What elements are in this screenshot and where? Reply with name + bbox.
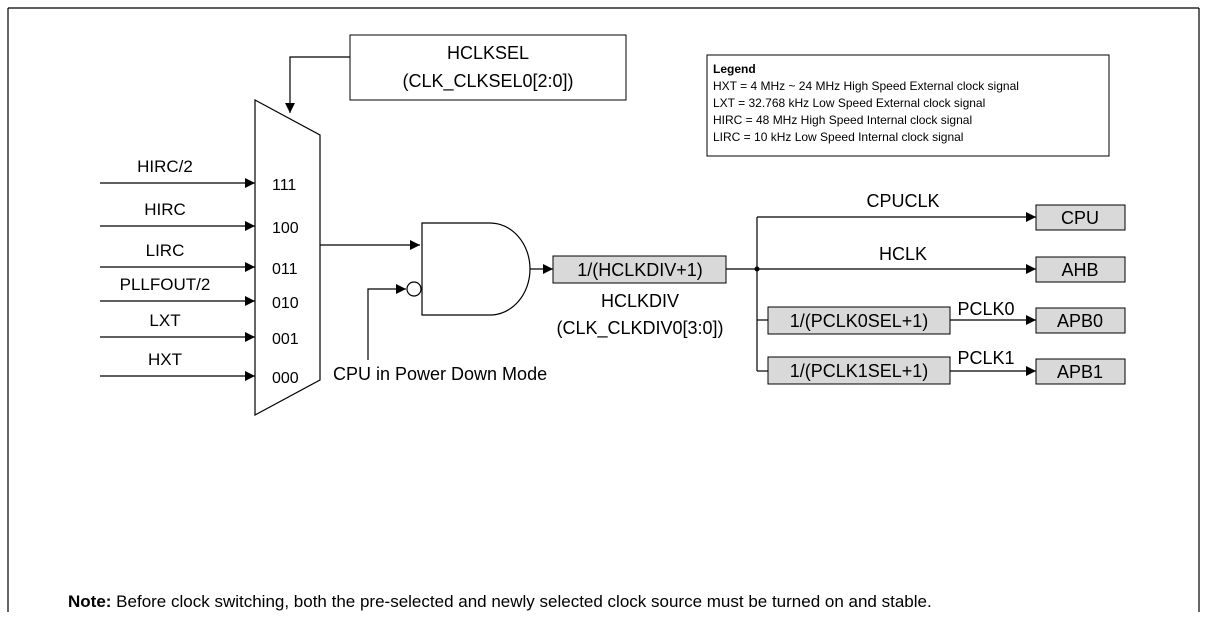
input-label-hxt: HXT (148, 350, 182, 369)
input-code-011: 011 (272, 261, 298, 278)
input-label-hirc-2: HIRC/2 (137, 157, 193, 176)
cpuclk-label: CPUCLK (866, 191, 939, 211)
hclkdiv-name: HCLKDIV (601, 291, 679, 311)
input-label-hirc: HIRC (144, 200, 186, 219)
ahb-box (1035, 256, 1126, 283)
power-down-label: CPU in Power Down Mode (333, 364, 547, 384)
cpu-box (1035, 204, 1126, 231)
input-code-010: 010 (272, 295, 299, 312)
hclksel-label: HCLKSEL (447, 43, 529, 63)
legend-box (706, 54, 1110, 157)
hclksel-box: HCLKSEL (CLK_CLKSEL0[2:0]) (349, 34, 627, 101)
mux-input-lirc: LIRC 011 (100, 241, 298, 278)
note-label: Note: (68, 592, 112, 611)
input-label-lxt: LXT (149, 311, 180, 330)
pclk1-label: PCLK1 (957, 348, 1014, 368)
input-label-lirc: LIRC (146, 241, 185, 260)
hclksel-rect (349, 34, 627, 101)
mux-input-hxt: HXT 000 (100, 350, 299, 387)
cpu-label: CPU (1061, 208, 1099, 228)
input-code-000: 000 (272, 370, 299, 387)
mux-input-hirc: HIRC 100 (100, 200, 299, 237)
footnote: Note: Before clock switching, both the p… (68, 592, 932, 612)
apb1-box (1035, 358, 1126, 385)
pclk0-divider-box (767, 306, 951, 335)
legend-line-hirc: HIRC = 48 MHz High Speed Internal clock … (713, 113, 972, 127)
hclkdiv-box (552, 255, 727, 284)
pclk0-divider-label: 1/(PCLK0SEL+1) (790, 311, 929, 331)
input-code-111: 111 (272, 177, 296, 194)
apb0-label: APB0 (1057, 311, 1103, 331)
legend-title: Legend (713, 62, 756, 76)
clock-mux (254, 98, 321, 417)
pclk0-label: PCLK0 (957, 299, 1014, 319)
and-gate (421, 222, 531, 316)
hclkdiv-register: (CLK_CLKDIV0[3:0]) (556, 318, 723, 339)
legend: Legend HXT = 4 MHz ~ 24 MHz High Speed E… (706, 54, 1110, 157)
select-arrow (285, 56, 350, 113)
ahb-label: AHB (1061, 260, 1098, 280)
apb1-label: APB1 (1057, 362, 1103, 382)
hclk-label: HCLK (879, 244, 927, 264)
hclksel-register: (CLK_CLKSEL0[2:0]) (402, 71, 573, 92)
legend-line-lirc: LIRC = 10 kHz Low Speed Internal clock s… (713, 130, 963, 144)
note-text: Before clock switching, both the pre-sel… (111, 592, 932, 611)
input-code-100: 100 (272, 220, 299, 237)
mux-input-pllfout-2: PLLFOUT/2 010 (100, 275, 299, 312)
input-code-001: 001 (272, 331, 299, 348)
apb0-box (1035, 307, 1126, 334)
power-down-line (367, 284, 406, 360)
input-label-pllfout-2: PLLFOUT/2 (120, 275, 211, 294)
mux-input-lxt: LXT 001 (100, 311, 299, 348)
legend-line-hxt: HXT = 4 MHz ~ 24 MHz High Speed External… (713, 79, 1019, 93)
inverter-bubble (406, 281, 422, 297)
hclkdiv-box-label: 1/(HCLKDIV+1) (577, 260, 703, 280)
mux-input-hirc-2: HIRC/2 111 (100, 157, 296, 194)
pclk1-divider-label: 1/(PCLK1SEL+1) (790, 361, 929, 381)
legend-line-lxt: LXT = 32.768 kHz Low Speed External cloc… (713, 96, 985, 110)
pclk1-divider-box (767, 356, 951, 385)
